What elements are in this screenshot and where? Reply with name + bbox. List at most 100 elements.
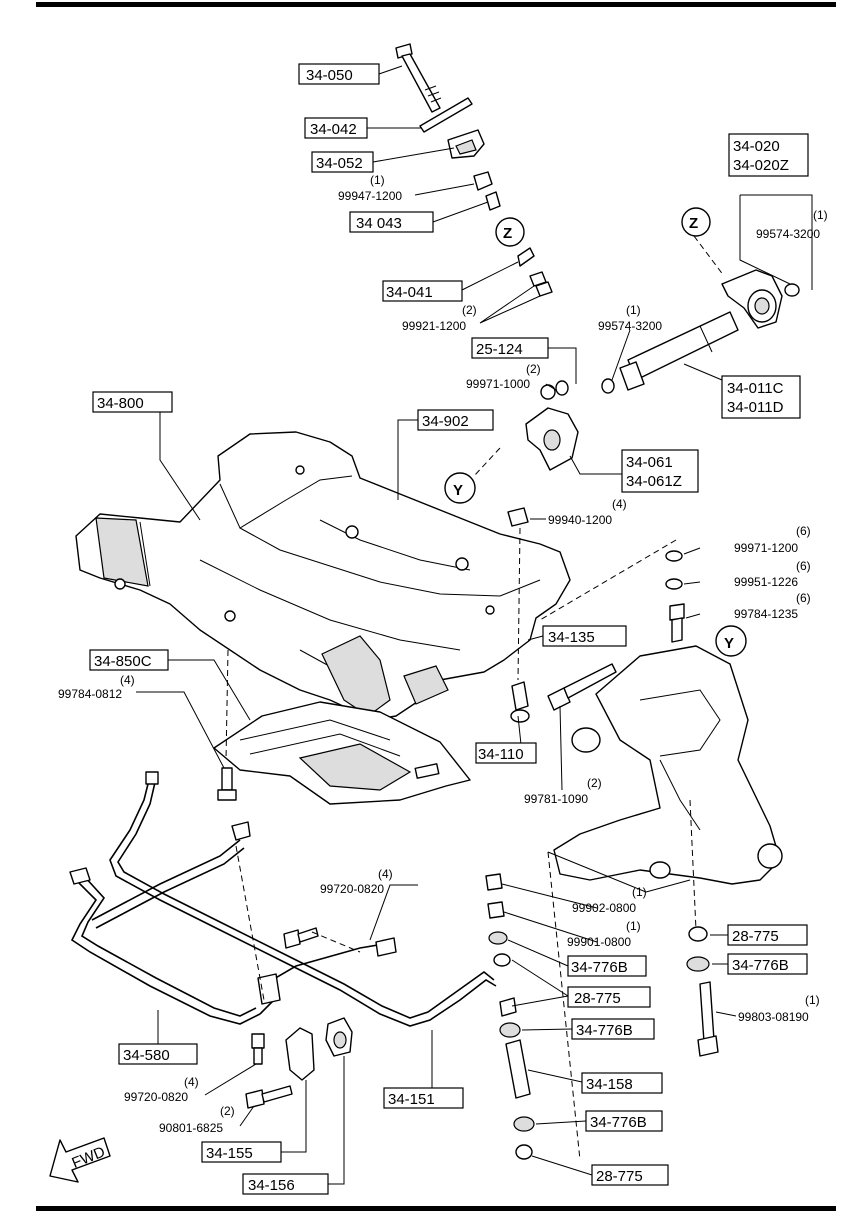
qty-99720-upper: (4): [378, 867, 393, 881]
callout-99971-1200: 99971-1200: [734, 541, 798, 555]
callout-34-776b-2: 34-776B: [732, 957, 789, 974]
ref-y-left: Y: [453, 482, 463, 499]
callout-28-775-bottom-box: [591, 1164, 669, 1186]
callout-34-052-box: [311, 151, 374, 173]
qty-99951: (6): [796, 559, 811, 573]
callout-34-580: 34-580: [123, 1047, 170, 1064]
callout-34-580-box: [118, 1043, 198, 1065]
ref-y-circle-left: [444, 472, 476, 504]
ref-z-right: Z: [689, 215, 698, 232]
bolt-34-050-drawing: [395, 43, 442, 113]
callout-28-775-mid-box: [567, 986, 651, 1008]
callout-34-061: 34-061: [626, 454, 673, 471]
callout-99720-0820-upper: 99720-0820: [320, 882, 384, 896]
bushing-34-043-drawing: [485, 191, 501, 211]
callout-34-776b-3-box: [571, 1018, 655, 1040]
qty-90801: (2): [220, 1104, 235, 1118]
callout-99720-0820-lower: 99720-0820: [124, 1090, 188, 1104]
qty-99574-mid: (1): [626, 303, 641, 317]
callout-34-776b-3: 34-776B: [576, 1022, 633, 1039]
qty-99971-1200: (6): [796, 524, 811, 538]
ref-z-top: Z: [503, 225, 512, 242]
under-cover-34-850c-drawing: [213, 701, 471, 805]
callout-34-902: 34-902: [422, 413, 469, 430]
callout-34-052: 34-052: [316, 155, 363, 172]
dashed-reference-lines: [225, 235, 725, 1161]
callout-34-156-box: [242, 1173, 329, 1195]
qty-99902: (1): [632, 885, 647, 899]
callout-34-151: 34-151: [388, 1091, 435, 1108]
callout-99784-1235: 99784-1235: [734, 607, 798, 621]
callout-34-776b-1: 34-776B: [571, 959, 628, 976]
callout-34-041: 34-041: [386, 284, 433, 301]
callout-34-800-box: [92, 391, 173, 413]
callout-99902-0800: 99902-0800: [572, 901, 636, 915]
bolt-90801-drawing: [245, 1085, 293, 1109]
callout-34-020: 34-020: [733, 138, 780, 155]
callout-34-800: 34-800: [97, 395, 144, 412]
callout-34-135-box: [542, 625, 627, 647]
ref-z-circle-top: [495, 217, 525, 247]
callout-34-850c: 34-850C: [94, 653, 152, 670]
bracket-34-052-drawing: [447, 129, 485, 159]
callout-25-124-box: [471, 337, 549, 359]
fwd-arrow-icon: FWD: [49, 1137, 111, 1183]
plate-34-042-drawing: [419, 97, 473, 133]
callout-99940-1200: 99940-1200: [548, 513, 612, 527]
fwd-label: FWD: [70, 1143, 108, 1172]
qty-99971-1000: (2): [526, 362, 541, 376]
callout-34-110: 34-110: [478, 746, 524, 763]
ref-y-right: Y: [724, 635, 734, 652]
nut-99947-drawing: [473, 171, 493, 191]
callout-34-020-box: [728, 133, 809, 177]
qty-99901: (1): [626, 919, 641, 933]
callout-28-775-mid: 28-775: [574, 990, 621, 1007]
callout-34-158-box: [581, 1072, 663, 1094]
qty-99784-1235: (6): [796, 591, 811, 605]
callout-90801-6825: 90801-6825: [159, 1121, 223, 1135]
washers-25-124-drawing: [540, 378, 615, 400]
shaft-34-011-drawing: [619, 311, 739, 391]
washer-99971-drawing: [665, 550, 683, 562]
bolt-99781-drawing: [547, 663, 617, 711]
bracket-34-155-drawing: [285, 1027, 315, 1081]
stabilizer-34-151-drawing: [109, 771, 497, 1027]
callout-34-776b-2-box: [727, 953, 808, 975]
callout-34-155: 34-155: [206, 1145, 253, 1162]
callout-99951-1226: 99951-1226: [734, 575, 798, 589]
bolt-99784-drawing: [669, 603, 685, 643]
callout-28-775-bottom: 28-775: [596, 1168, 643, 1185]
callout-34-050-box: [298, 63, 380, 85]
callout-34-011d: 34-011D: [727, 399, 784, 416]
callout-28-775-right: 28-775: [732, 928, 779, 945]
callout-28-775-right-box: [727, 924, 808, 946]
callout-34-042: 34-042: [310, 121, 357, 138]
callout-99803-08190: 99803-08190: [738, 1010, 809, 1024]
callout-99574-3200-right: 99574-3200: [756, 227, 820, 241]
qty-99781: (2): [587, 776, 602, 790]
qty-99940: (4): [612, 497, 627, 511]
callout-34-043: 34 043: [356, 215, 402, 232]
control-arm-drawing: [553, 645, 783, 885]
callout-34-041-box: [382, 280, 463, 302]
bolt-99784-0812-drawing: [217, 767, 237, 801]
nuts-99921-drawing: [529, 271, 553, 297]
callout-34-776b-4-box: [585, 1110, 663, 1132]
callout-34-011c: 34-011C: [727, 380, 784, 397]
leader-lines: [136, 65, 813, 1185]
callout-34-061z: 34-061Z: [626, 473, 682, 490]
callout-34-011-box: [721, 375, 801, 419]
nut-99940-drawing: [507, 507, 529, 527]
qty-99947: (1): [370, 173, 385, 187]
callout-99784-0812: 99784-0812: [58, 687, 122, 701]
callout-99921-1200: 99921-1200: [402, 319, 466, 333]
callout-99971-1000: 99971-1000: [466, 377, 530, 391]
joint-34-020-drawing: [721, 269, 800, 329]
callout-99574-3200-mid: 99574-3200: [598, 319, 662, 333]
callout-34-020z: 34-020Z: [733, 157, 789, 174]
ball-joint-34-110-drawing: [510, 681, 530, 723]
callout-34-151-box: [383, 1087, 464, 1109]
qty-99574-right: (1): [813, 208, 828, 222]
